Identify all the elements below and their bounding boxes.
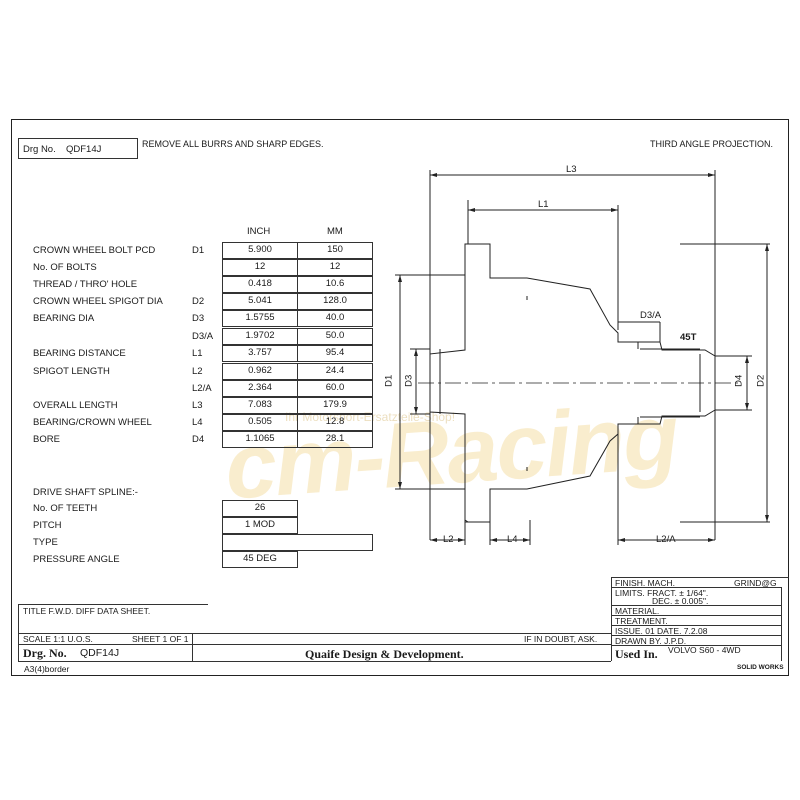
table-cell-mm: 40.0 bbox=[297, 310, 373, 327]
title-block-bottom-line bbox=[18, 661, 611, 662]
table-row-name: BEARING/CROWN WHEEL bbox=[33, 417, 152, 428]
dim-label-d3: D3 bbox=[403, 374, 415, 387]
table-row-name: OVERALL LENGTH bbox=[33, 400, 118, 411]
dim-label-d1: D1 bbox=[383, 374, 395, 387]
table-row-code: D3 bbox=[192, 313, 205, 324]
spec-limits: LIMITS. FRACT. ± 1/64". bbox=[615, 588, 709, 598]
table-cell-mm: 24.4 bbox=[297, 363, 373, 380]
spline-row-name: PRESSURE ANGLE bbox=[33, 554, 120, 565]
table-row-code: D2 bbox=[192, 296, 205, 307]
title-block-drg-label: Drg. No. bbox=[23, 646, 67, 660]
spec-used-label: Used In. bbox=[615, 647, 658, 661]
title-block-sheet: SHEET 1 OF 1 bbox=[132, 634, 189, 644]
title-block-top-line bbox=[18, 604, 208, 605]
spline-row-value bbox=[222, 534, 373, 551]
table-col-mm: MM bbox=[327, 226, 343, 237]
header-drg-label: Drg No. bbox=[23, 144, 56, 155]
spline-row-value: 1 MOD bbox=[222, 517, 298, 534]
table-row-name: CROWN WHEEL BOLT PCD bbox=[33, 245, 156, 256]
software-name: SOLID WORKS bbox=[737, 664, 784, 671]
title-block-sheet-divider bbox=[192, 633, 193, 661]
table-row-code: L1 bbox=[192, 348, 203, 359]
spline-row-value: 45 DEG bbox=[222, 551, 298, 568]
spline-row-name: PITCH bbox=[33, 520, 62, 531]
spec-issue: ISSUE. 01 DATE. 7.2.08 bbox=[615, 626, 708, 636]
dim-label-l4: L4 bbox=[507, 534, 518, 545]
dim-label-d4: D4 bbox=[733, 374, 745, 387]
dim-label-l2a: L2/A bbox=[656, 534, 676, 545]
spline-row-name: No. OF TEETH bbox=[33, 503, 98, 514]
spec-line-4 bbox=[611, 625, 781, 626]
spec-line-6 bbox=[611, 645, 781, 646]
table-row-name: No. OF BOLTS bbox=[33, 262, 97, 273]
table-cell-mm: 95.4 bbox=[297, 345, 373, 362]
title-block-right-divider bbox=[611, 577, 612, 661]
table-row-name: BEARING DISTANCE bbox=[33, 348, 126, 359]
dim-label-d2: D2 bbox=[755, 374, 767, 387]
spec-dec: DEC. ± 0.005". bbox=[652, 596, 709, 606]
spec-finish: FINISH. MACH. bbox=[615, 578, 675, 588]
header-note: REMOVE ALL BURRS AND SHARP EDGES. bbox=[142, 139, 324, 149]
border-template-name: A3(4)border bbox=[24, 664, 70, 674]
spec-line-3 bbox=[611, 615, 781, 616]
title-block-drg-line bbox=[18, 644, 611, 645]
header-drg-value: QDF14J bbox=[66, 144, 102, 155]
spec-material: MATERIAL. bbox=[615, 606, 660, 616]
table-row-code: D3/A bbox=[192, 331, 214, 342]
table-cell-mm: 12 bbox=[297, 259, 373, 276]
dim-label-d3a: D3/A bbox=[640, 310, 662, 321]
table-col-inch: INCH bbox=[247, 226, 271, 237]
table-cell-mm: 60.0 bbox=[297, 380, 373, 397]
dim-label-l3: L3 bbox=[566, 164, 577, 175]
spec-used-value: VOLVO S60 - 4WD bbox=[668, 645, 741, 655]
table-row-code: L2 bbox=[192, 366, 203, 377]
table-row-name: SPIGOT LENGTH bbox=[33, 366, 110, 377]
table-cell-mm: 128.0 bbox=[297, 293, 373, 310]
spec-line-2 bbox=[611, 605, 781, 606]
spline-row-name: TYPE bbox=[33, 537, 58, 548]
spline-row-value: 26 bbox=[222, 500, 298, 517]
table-row-code: D4 bbox=[192, 434, 205, 445]
title-block-drg-value: QDF14J bbox=[80, 647, 120, 659]
table-row-code: L2/A bbox=[192, 383, 212, 394]
spec-line-1 bbox=[611, 587, 781, 588]
spec-treatment: TREATMENT. bbox=[615, 616, 668, 626]
title-block-left-line bbox=[18, 604, 19, 661]
table-row-code: L3 bbox=[192, 400, 203, 411]
drawing-sheet-border bbox=[11, 119, 789, 676]
spec-right-line bbox=[781, 587, 782, 661]
table-row-code: D1 bbox=[192, 245, 205, 256]
spline-teeth-label: 45T bbox=[680, 332, 697, 343]
table-cell-mm: 12.8 bbox=[297, 414, 373, 431]
table-row-name: BORE bbox=[33, 434, 60, 445]
table-row-name: CROWN WHEEL SPIGOT DIA bbox=[33, 296, 163, 307]
table-row-code: L4 bbox=[192, 417, 203, 428]
header-drg-box bbox=[18, 138, 138, 159]
table-cell-mm: 28.1 bbox=[297, 431, 373, 448]
title-block-scale-line bbox=[18, 633, 611, 634]
table-cell-mm: 179.9 bbox=[297, 397, 373, 414]
table-cell-mm: 10.6 bbox=[297, 276, 373, 293]
title-block-doubt: IF IN DOUBT, ASK. bbox=[524, 634, 598, 644]
dim-label-l1: L1 bbox=[538, 199, 549, 210]
spec-finish-value: GRIND@G bbox=[734, 578, 777, 588]
table-cell-mm: 150 bbox=[297, 242, 373, 259]
table-cell-mm: 50.0 bbox=[297, 328, 373, 345]
spec-drawn: DRAWN BY. J.P.D. bbox=[615, 636, 687, 646]
title-block-title: TITLE F.W.D. DIFF DATA SHEET. bbox=[23, 606, 151, 616]
spec-top-line bbox=[611, 577, 789, 578]
dim-label-l2: L2 bbox=[443, 534, 454, 545]
title-block-company: Quaife Design & Development. bbox=[305, 647, 464, 661]
header-projection: THIRD ANGLE PROJECTION. bbox=[650, 139, 774, 149]
spec-line-5 bbox=[611, 635, 781, 636]
table-row-name: THREAD / THRO' HOLE bbox=[33, 279, 138, 290]
table-row-name: BEARING DIA bbox=[33, 313, 95, 324]
title-block-scale: SCALE 1:1 U.O.S. bbox=[23, 634, 93, 644]
spline-heading: DRIVE SHAFT SPLINE:- bbox=[33, 487, 138, 498]
